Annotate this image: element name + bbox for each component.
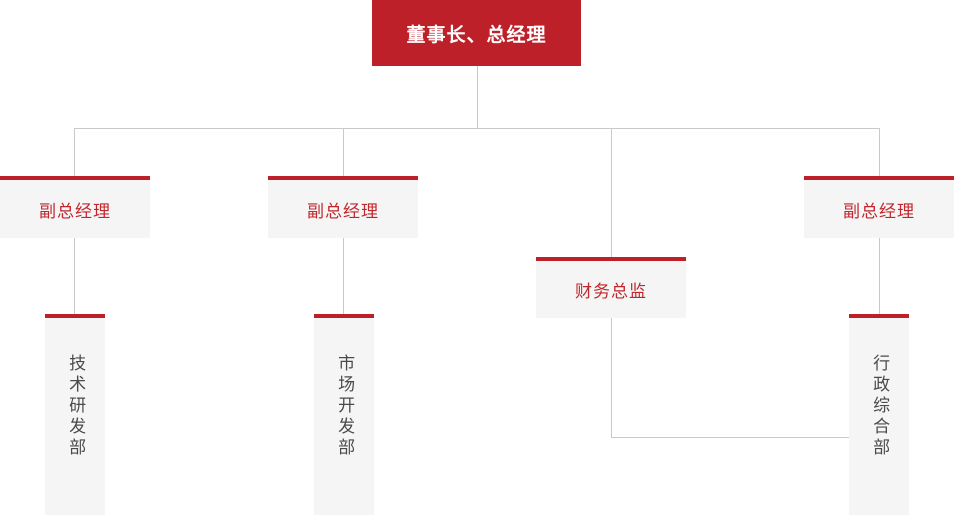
org-node-label: 董事长、总经理 [406, 24, 547, 46]
org-node-label: 财务总监 [575, 282, 647, 301]
org-node-label: 行政综合部 [870, 354, 890, 459]
connector-root-stem [477, 66, 478, 128]
org-node-chairman-general-manager[interactable]: 董事长、总经理 [372, 0, 581, 66]
org-node-label: 副总经理 [39, 201, 111, 221]
connector-manager3-to-dept3 [879, 238, 880, 315]
org-node-deputy-general-manager-1[interactable]: 副总经理 [0, 176, 150, 238]
org-node-market-development-department[interactable]: 市场开发部 [314, 314, 374, 515]
connector-drop-manager-4 [879, 128, 880, 176]
connector-manager1-to-dept1 [74, 238, 75, 315]
org-node-label: 市场开发部 [335, 354, 355, 459]
connector-bus-level2 [74, 128, 880, 129]
org-node-label: 技术研发部 [66, 354, 86, 459]
connector-financial-director-elbow-vertical [611, 318, 612, 438]
connector-drop-manager-1 [74, 128, 75, 176]
org-node-deputy-general-manager-3[interactable]: 副总经理 [804, 176, 954, 238]
connector-drop-manager-2 [343, 128, 344, 176]
org-node-financial-director[interactable]: 财务总监 [536, 257, 686, 318]
org-node-label: 副总经理 [307, 201, 379, 221]
org-node-label: 副总经理 [843, 201, 915, 221]
connector-manager2-to-dept2 [343, 238, 344, 315]
connector-drop-manager-3 [611, 128, 612, 257]
org-node-deputy-general-manager-2[interactable]: 副总经理 [268, 176, 418, 238]
org-node-administration-department[interactable]: 行政综合部 [849, 314, 909, 515]
org-node-technology-rd-department[interactable]: 技术研发部 [45, 314, 105, 515]
connector-financial-director-elbow-horizontal [611, 437, 879, 438]
